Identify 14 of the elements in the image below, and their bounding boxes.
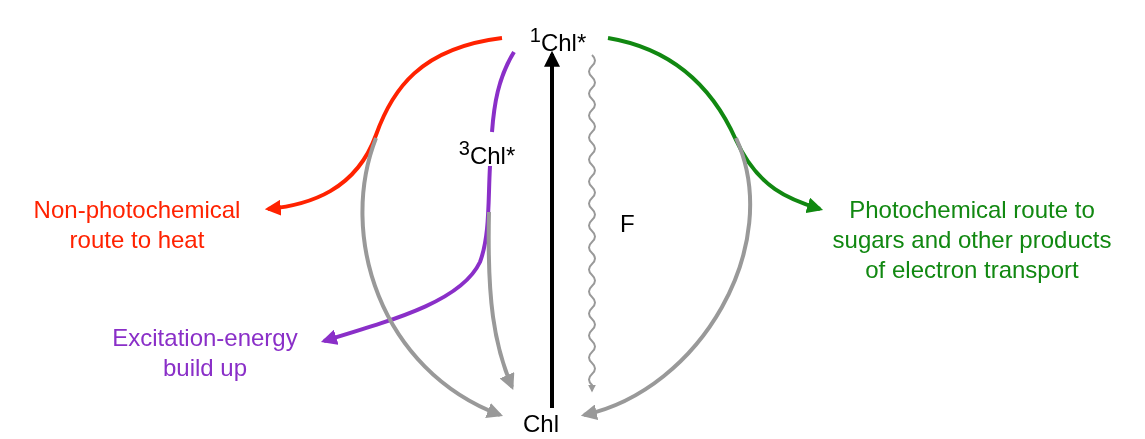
arrow (264, 36, 503, 216)
energy-state-label: $^{1}$Chl* (512, 20, 604, 58)
energy-state-label: $^{3}$Chl* (452, 133, 522, 171)
pathway-label: Non-photochemical route to heat (8, 195, 266, 255)
arrow (544, 50, 560, 408)
energy-state-label: Chl (510, 409, 572, 439)
pathway-label: Excitation-energy build up (88, 323, 322, 383)
arrow (320, 165, 492, 345)
arrow (486, 211, 515, 390)
arrow (580, 137, 752, 419)
pathway-label: Photochemical route to sugars and other products of electron transport (822, 195, 1122, 285)
arrow (360, 137, 503, 417)
arrow (607, 36, 824, 213)
wavy-arrow (588, 54, 596, 393)
